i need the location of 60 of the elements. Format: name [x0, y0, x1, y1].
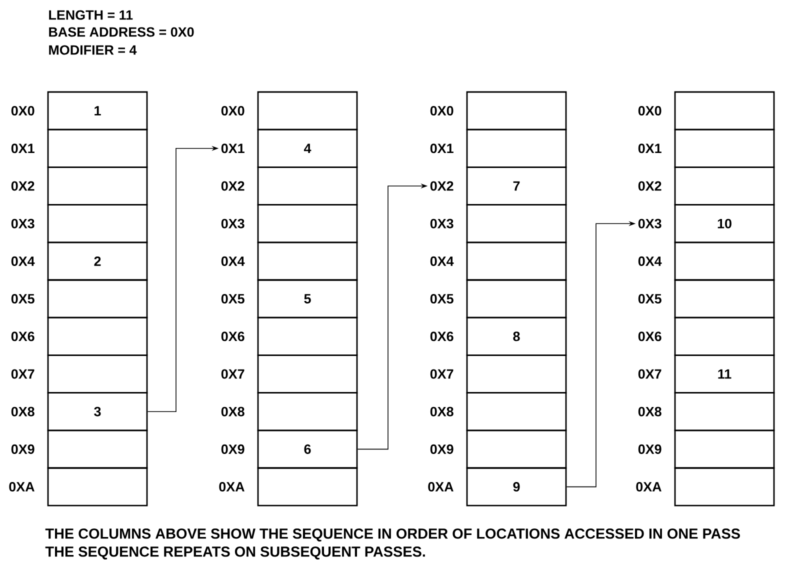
address-label: 0X3 — [221, 218, 244, 228]
memory-cell: 6 — [257, 430, 358, 469]
address-label: 0X9 — [430, 444, 454, 454]
address-label: 0X0 — [430, 106, 454, 116]
memory-cell: 8 — [466, 316, 567, 356]
address-label: 0X6 — [430, 332, 454, 342]
memory-cell: 10 — [674, 204, 775, 244]
address-label: 0X8 — [221, 406, 244, 416]
parameter-text: BASE ADDRESS = 0X0 — [49, 27, 194, 37]
memory-cell: 2 — [47, 242, 148, 281]
address-label: 0XA — [428, 482, 454, 492]
address-label: 0X6 — [11, 332, 34, 342]
address-label: 0X5 — [638, 294, 662, 304]
address-label: 0X6 — [221, 332, 244, 342]
memory-cell: 11 — [674, 354, 775, 394]
address-label: 0X6 — [638, 332, 662, 342]
address-label: 0X4 — [638, 256, 662, 266]
address-label: 0X4 — [221, 256, 245, 266]
address-label: 0X5 — [11, 294, 34, 304]
address-label: 0X9 — [11, 444, 34, 454]
note-text: THE SEQUENCE REPEATS ON SUBSEQUENT PASSES. — [45, 546, 425, 560]
address-label: 0X7 — [638, 369, 662, 379]
address-label: 0X1 — [638, 144, 662, 154]
address-label: 0X5 — [430, 294, 454, 304]
parameter-text: LENGTH = 11 — [49, 10, 133, 20]
address-label: 0X0 — [221, 106, 244, 116]
address-label: 0X3 — [11, 218, 34, 228]
address-label: 0X8 — [11, 406, 34, 416]
address-label: 0X7 — [221, 369, 244, 379]
memory-cell: 5 — [257, 279, 358, 318]
address-label: 0X1 — [430, 144, 454, 154]
memory-cell: 7 — [466, 166, 567, 206]
address-label: 0X7 — [430, 369, 454, 379]
note-text: THE COLUMNS ABOVE SHOW THE SEQUENCE IN ORDER OF LOCATIONS ACCESSED IN ONE PASS — [45, 528, 740, 542]
address-label: 0X1 — [11, 144, 34, 154]
address-label: 0X0 — [11, 106, 34, 116]
memory-cell: 3 — [47, 392, 148, 432]
address-label: 0X8 — [638, 406, 662, 416]
address-label: 0X2 — [11, 181, 34, 191]
memory-cell: 4 — [257, 128, 358, 168]
address-label: 0X4 — [11, 256, 35, 266]
address-label: 0X8 — [430, 406, 454, 416]
address-label: 0X1 — [221, 144, 244, 154]
address-label: 0X2 — [430, 181, 454, 191]
address-label: 0X3 — [638, 218, 662, 228]
address-label: 0X0 — [638, 106, 662, 116]
address-label: 0X5 — [221, 294, 244, 304]
memory-cell: 1 — [47, 91, 148, 130]
address-label: 0X3 — [430, 218, 454, 228]
address-label: 0X9 — [221, 444, 244, 454]
address-label: 0X7 — [11, 369, 34, 379]
address-label: 0XA — [9, 482, 34, 492]
address-label: 0XA — [219, 482, 244, 492]
memory-cell: 9 — [466, 467, 567, 506]
parameter-text: MODIFIER = 4 — [49, 45, 137, 55]
address-label: 0XA — [636, 482, 662, 492]
address-label: 0X2 — [221, 181, 244, 191]
address-label: 0X4 — [430, 256, 454, 266]
address-label: 0X2 — [638, 181, 662, 191]
address-label: 0X9 — [638, 444, 662, 454]
